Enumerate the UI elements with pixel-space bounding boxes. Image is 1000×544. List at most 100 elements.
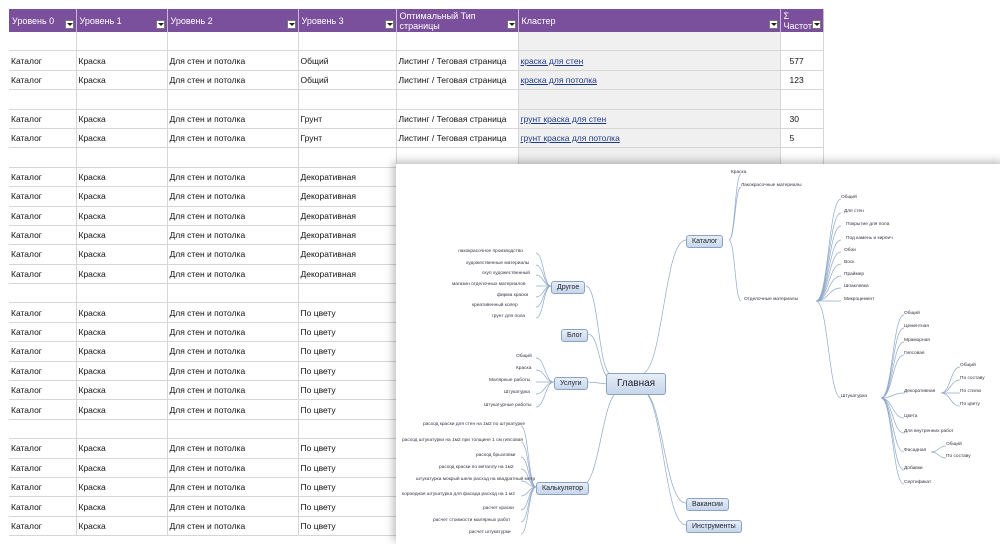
table-cell[interactable]: Декоративная (298, 264, 396, 283)
table-cell[interactable]: Краска (76, 516, 167, 535)
filter-dropdown-icon[interactable] (769, 20, 778, 29)
cluster-link[interactable]: грунт краска для потолка (521, 133, 620, 143)
cluster-link[interactable]: грунт краска для стен (521, 114, 607, 124)
filter-dropdown-icon[interactable] (385, 20, 394, 29)
table-cell[interactable]: Для стен и потолка (167, 400, 298, 419)
table-cell[interactable]: 30 (780, 109, 823, 128)
table-cell[interactable]: Для стен и потолка (167, 206, 298, 225)
table-cell[interactable]: Для стен и потолка (167, 187, 298, 206)
mindmap-node-blog[interactable]: Блог (561, 329, 588, 342)
table-cell[interactable]: Для стен и потолка (167, 225, 298, 244)
table-cell[interactable]: По цвету (298, 516, 396, 535)
table-cell[interactable] (76, 148, 167, 167)
table-cell[interactable]: 5 (780, 128, 823, 147)
table-cell[interactable]: По цвету (298, 381, 396, 400)
table-cell[interactable] (9, 90, 76, 109)
table-cell[interactable]: По цвету (298, 342, 396, 361)
header-cluster[interactable]: Кластер (518, 9, 780, 32)
table-cell[interactable]: Для стен и потолка (167, 245, 298, 264)
table-cell[interactable]: Декоративная (298, 225, 396, 244)
table-cell[interactable]: Каталог (9, 322, 76, 341)
table-cell[interactable]: Каталог (9, 342, 76, 361)
table-cell[interactable]: Краска (76, 70, 167, 89)
mindmap-root-node[interactable]: Главная (606, 373, 666, 395)
table-cell[interactable] (167, 90, 298, 109)
table-cell[interactable]: грунт краска для потолка (518, 128, 780, 147)
table-cell[interactable]: Для стен и потолка (167, 322, 298, 341)
table-cell[interactable]: По цвету (298, 322, 396, 341)
table-cell[interactable]: По цвету (298, 439, 396, 458)
header-frequency[interactable]: Σ Частот (780, 9, 823, 32)
mindmap-node-kalk[interactable]: Калькулятор (536, 482, 589, 495)
table-cell[interactable] (298, 90, 396, 109)
table-cell[interactable] (9, 148, 76, 167)
table-cell[interactable]: Каталог (9, 381, 76, 400)
table-cell[interactable]: Каталог (9, 70, 76, 89)
table-cell[interactable]: 577 (780, 51, 823, 70)
mindmap-node-katalog[interactable]: Каталог (686, 235, 723, 248)
table-cell[interactable]: Каталог (9, 128, 76, 147)
table-cell[interactable]: Краска (76, 400, 167, 419)
table-cell[interactable]: краска для потолка (518, 70, 780, 89)
table-cell[interactable]: Краска (76, 109, 167, 128)
header-page-type[interactable]: Оптимальный Тип страницы (396, 9, 518, 32)
header-level0[interactable]: Уровень 0 (9, 9, 76, 32)
table-cell[interactable]: Для стен и потолка (167, 51, 298, 70)
table-cell[interactable]: Краска (76, 361, 167, 380)
header-level3[interactable]: Уровень 3 (298, 9, 396, 32)
table-cell[interactable]: Для стен и потолка (167, 381, 298, 400)
table-cell[interactable]: Каталог (9, 187, 76, 206)
table-cell[interactable]: По цвету (298, 303, 396, 322)
table-cell[interactable] (780, 32, 823, 51)
table-cell[interactable]: Для стен и потолка (167, 264, 298, 283)
cluster-link[interactable]: краска для стен (521, 56, 584, 66)
cluster-link[interactable]: краска для потолка (521, 75, 597, 85)
table-cell[interactable]: краска для стен (518, 51, 780, 70)
table-cell[interactable]: Для стен и потолка (167, 477, 298, 496)
table-cell[interactable]: Грунт (298, 128, 396, 147)
table-cell[interactable] (298, 419, 396, 438)
table-cell[interactable]: Каталог (9, 109, 76, 128)
table-cell[interactable]: Краска (76, 167, 167, 186)
table-cell[interactable]: Каталог (9, 516, 76, 535)
table-cell[interactable] (9, 419, 76, 438)
header-level2[interactable]: Уровень 2 (167, 9, 298, 32)
table-cell[interactable]: Каталог (9, 225, 76, 244)
table-cell[interactable]: Краска (76, 497, 167, 516)
table-cell[interactable] (167, 32, 298, 51)
table-cell[interactable]: По цвету (298, 497, 396, 516)
table-cell[interactable] (298, 284, 396, 303)
table-cell[interactable]: Для стен и потолка (167, 458, 298, 477)
table-cell[interactable] (518, 90, 780, 109)
table-cell[interactable]: Каталог (9, 497, 76, 516)
table-cell[interactable]: Для стен и потолка (167, 342, 298, 361)
table-cell[interactable]: Декоративная (298, 187, 396, 206)
table-cell[interactable] (9, 32, 76, 51)
table-cell[interactable] (76, 419, 167, 438)
table-cell[interactable] (298, 148, 396, 167)
table-cell[interactable]: Для стен и потолка (167, 439, 298, 458)
table-cell[interactable]: Общий (298, 70, 396, 89)
mindmap-node-uslugi[interactable]: Услуги (554, 377, 588, 390)
table-cell[interactable]: Для стен и потолка (167, 70, 298, 89)
table-cell[interactable]: Листинг / Теговая страница (396, 128, 518, 147)
table-cell[interactable] (396, 90, 518, 109)
mindmap-node-instr[interactable]: Инструменты (686, 520, 742, 533)
table-cell[interactable] (298, 32, 396, 51)
table-cell[interactable]: Краска (76, 128, 167, 147)
table-cell[interactable]: Грунт (298, 109, 396, 128)
table-cell[interactable]: Каталог (9, 51, 76, 70)
filter-dropdown-icon[interactable] (65, 20, 74, 29)
header-level1[interactable]: Уровень 1 (76, 9, 167, 32)
table-cell[interactable]: Для стен и потолка (167, 128, 298, 147)
table-cell[interactable]: Листинг / Теговая страница (396, 51, 518, 70)
table-cell[interactable] (780, 90, 823, 109)
table-cell[interactable] (9, 284, 76, 303)
table-cell[interactable]: Каталог (9, 245, 76, 264)
table-cell[interactable]: Для стен и потолка (167, 516, 298, 535)
table-cell[interactable]: Каталог (9, 400, 76, 419)
table-cell[interactable]: Листинг / Теговая страница (396, 70, 518, 89)
table-cell[interactable] (518, 32, 780, 51)
table-cell[interactable] (167, 148, 298, 167)
table-cell[interactable] (76, 32, 167, 51)
